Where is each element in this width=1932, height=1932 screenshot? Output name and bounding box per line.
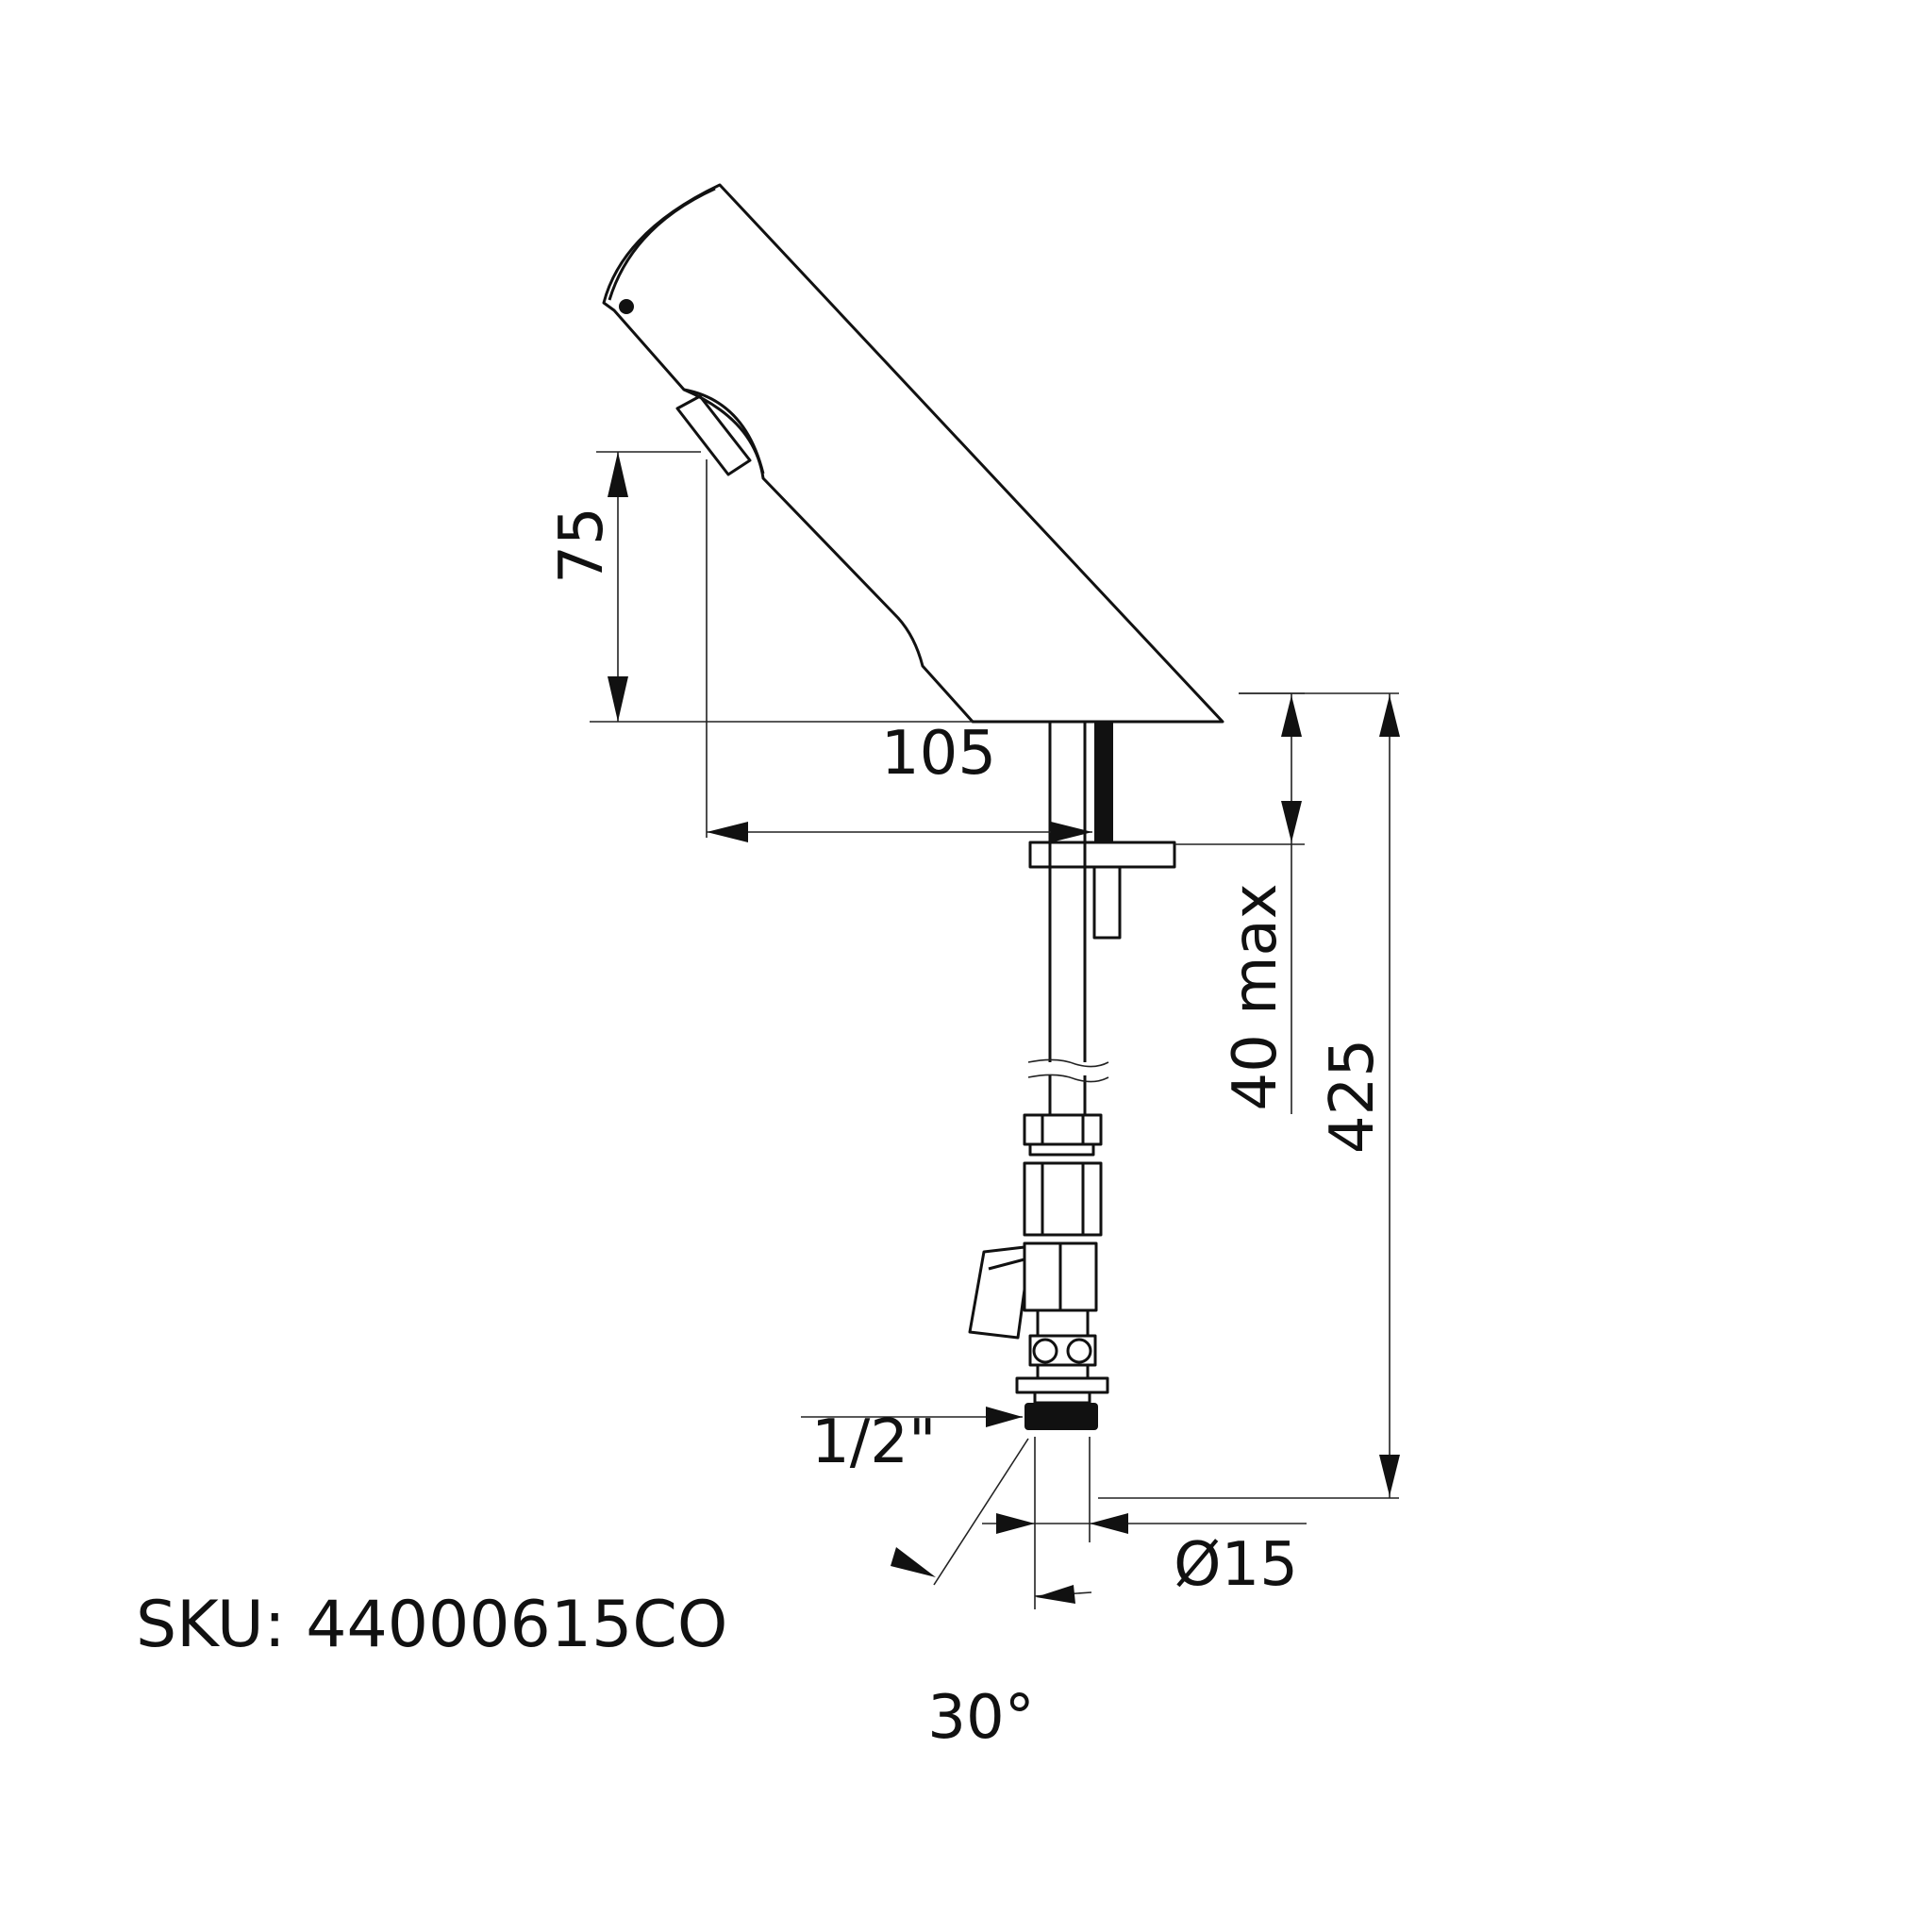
dim-425 bbox=[1098, 692, 1400, 1499]
indicator-dot bbox=[619, 299, 634, 314]
dim-40-max bbox=[1174, 692, 1305, 1114]
dim-angle bbox=[891, 1438, 1092, 1604]
stop-valve bbox=[968, 1113, 1109, 1430]
faucet-spout bbox=[602, 183, 1224, 724]
dim-angle-label: 30° bbox=[927, 1683, 1034, 1753]
dim-105-label: 105 bbox=[881, 719, 996, 789]
sensor-window bbox=[683, 388, 765, 475]
sku-label: SKU: 44000615CO bbox=[136, 1588, 727, 1662]
dim-425-label: 425 bbox=[1318, 1039, 1388, 1154]
thread-connector bbox=[1024, 1403, 1098, 1430]
dim-thread bbox=[801, 1407, 1023, 1427]
dim-105 bbox=[706, 459, 1092, 842]
dim-diameter bbox=[982, 1437, 1307, 1609]
fixing-plate bbox=[1028, 841, 1176, 869]
dim-diameter-label: Ø15 bbox=[1174, 1530, 1298, 1600]
fixing-nut bbox=[1092, 865, 1122, 940]
dim-75-label: 75 bbox=[547, 507, 617, 583]
dim-thread-label: 1/2" bbox=[811, 1407, 936, 1477]
threaded-rod bbox=[1094, 722, 1113, 842]
dim-40-max-label: 40 max bbox=[1221, 883, 1291, 1110]
supply-pipe bbox=[1027, 722, 1176, 1115]
dim-75 bbox=[590, 451, 973, 723]
sensor bbox=[675, 394, 752, 476]
valve-lever bbox=[968, 1245, 1026, 1340]
